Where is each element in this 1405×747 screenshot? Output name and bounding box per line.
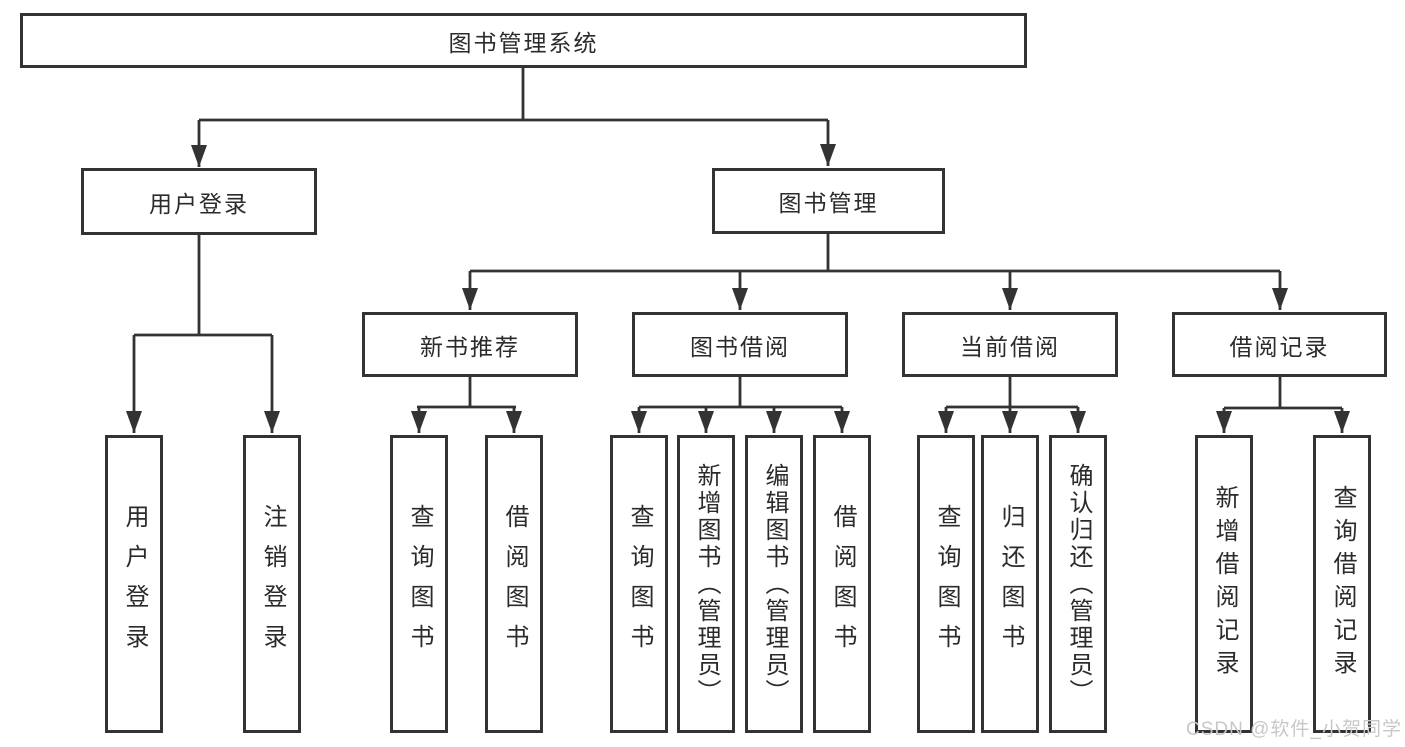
node-current-borrow-label: 当前借阅: [960, 333, 1060, 360]
leaf-add-book-admin-label: 新增图书（管理员）: [693, 462, 720, 706]
watermark: CSDN @软件_小贺同学: [1186, 719, 1402, 740]
node-book-borrow-label: 图书借阅: [690, 333, 790, 360]
leaf-edit-book-admin: 编辑图书（管理员）: [745, 435, 803, 733]
leaf-confirm-return-admin-label: 确认归还（管理员）: [1065, 462, 1092, 706]
leaf-user-login: 用户登录: [105, 435, 163, 733]
node-book-borrow: 图书借阅: [632, 312, 848, 377]
node-new-book-recommend: 新书推荐: [362, 312, 578, 377]
leaf-add-borrow-record: 新增借阅记录: [1195, 435, 1253, 733]
leaf-borrow-books-1: 借阅图书: [485, 435, 543, 733]
leaf-user-login-label: 用户登录: [121, 504, 148, 664]
node-root: 图书管理系统: [20, 13, 1027, 68]
leaf-query-books-2: 查询图书: [610, 435, 668, 733]
node-book-management-label: 图书管理: [778, 190, 879, 216]
leaf-add-borrow-record-label: 新增借阅记录: [1211, 485, 1238, 683]
leaf-query-borrow-record: 查询借阅记录: [1313, 435, 1371, 733]
leaf-return-book: 归还图书: [981, 435, 1039, 733]
leaf-add-book-admin: 新增图书（管理员）: [677, 435, 735, 733]
node-borrow-records-label: 借阅记录: [1229, 333, 1330, 360]
node-user-login-branch-label: 用户登录: [149, 190, 249, 217]
leaf-borrow-books-2-label: 借阅图书: [829, 504, 856, 664]
leaf-query-books-1-label: 查询图书: [406, 504, 433, 664]
leaf-query-books-1: 查询图书: [390, 435, 448, 733]
leaf-logout-label: 注销登录: [259, 504, 286, 664]
leaf-borrow-books-2: 借阅图书: [813, 435, 871, 733]
node-current-borrow: 当前借阅: [902, 312, 1118, 377]
node-root-label: 图书管理系统: [448, 29, 599, 56]
node-new-book-recommend-label: 新书推荐: [420, 333, 520, 360]
node-book-management: 图书管理: [712, 168, 945, 234]
leaf-query-books-3-label: 查询图书: [933, 504, 960, 664]
leaf-confirm-return-admin: 确认归还（管理员）: [1049, 435, 1107, 733]
node-user-login-branch: 用户登录: [81, 168, 317, 235]
leaf-edit-book-admin-label: 编辑图书（管理员）: [761, 462, 788, 706]
leaf-query-books-2-label: 查询图书: [626, 504, 653, 664]
leaf-return-book-label: 归还图书: [997, 504, 1024, 664]
node-borrow-records: 借阅记录: [1172, 312, 1387, 377]
leaf-query-borrow-record-label: 查询借阅记录: [1329, 485, 1356, 683]
connector-trunks: [134, 66, 1342, 410]
leaf-logout: 注销登录: [243, 435, 301, 733]
leaf-borrow-books-1-label: 借阅图书: [501, 504, 528, 664]
leaf-query-books-3: 查询图书: [917, 435, 975, 733]
